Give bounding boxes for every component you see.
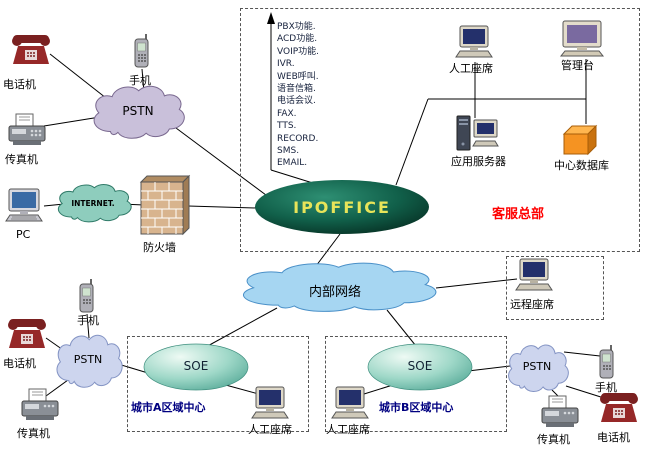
pstn-right-label: PSTN xyxy=(522,360,552,373)
telephone-label: 电话机 xyxy=(3,78,36,91)
feature-item: WEB呼叫. xyxy=(277,71,319,82)
internet-label: INTERNET. xyxy=(71,199,115,208)
mobile-phone-icon xyxy=(76,278,96,314)
app-server-icon xyxy=(455,114,499,154)
hq-label: 客服总部 xyxy=(492,207,545,222)
soe-b-label: SOE xyxy=(407,359,433,373)
mobile-label: 手机 xyxy=(77,314,99,327)
remote-agent-label: 远程座席 xyxy=(510,298,554,311)
feature-arrow-head xyxy=(267,12,275,24)
management-console-icon xyxy=(557,20,607,58)
ipoffice-ellipse xyxy=(255,180,429,234)
soe-a-ellipse xyxy=(143,343,249,391)
agent-label: 人工座席 xyxy=(326,423,370,436)
mobile-phone-icon xyxy=(131,33,151,69)
feature-list: PBX功能. ACD功能. VOIP功能. IVR. WEB呼叫. 语音信箱. … xyxy=(277,21,319,170)
telephone-label: 电话机 xyxy=(597,431,630,444)
agent-workstation-icon xyxy=(452,25,496,61)
fax-label: 传真机 xyxy=(17,427,50,440)
feature-item: EMAIL. xyxy=(277,158,308,169)
ipoffice-label: IPOFFICE xyxy=(293,198,391,217)
pc-icon xyxy=(4,188,44,228)
remote-agent-group-box xyxy=(506,256,604,320)
feature-item: PBX功能. xyxy=(277,22,316,32)
feature-item: 电话会议. xyxy=(277,96,316,107)
intranet-label: 内部网络 xyxy=(308,285,361,300)
soe-a-label: SOE xyxy=(183,359,209,373)
fax-machine-icon xyxy=(540,394,580,430)
database-icon xyxy=(560,122,600,156)
telephone-icon xyxy=(6,316,48,354)
pc-label: PC xyxy=(16,228,31,241)
fax-machine-icon xyxy=(7,112,47,148)
agent-label: 人工座席 xyxy=(449,62,493,75)
city-b-label: 城市B区域中心 xyxy=(379,401,454,414)
telephone-label: 电话机 xyxy=(3,357,36,370)
central-db-label: 中心数据库 xyxy=(554,159,609,172)
pstn-top-label: PSTN xyxy=(122,104,154,118)
pstn-left-label: PSTN xyxy=(73,353,103,366)
mobile-label: 手机 xyxy=(129,74,151,87)
fax-label: 传真机 xyxy=(537,433,570,446)
mobile-phone-icon xyxy=(596,344,616,380)
feature-item: RECORD. xyxy=(277,133,319,144)
feature-item: SMS. xyxy=(277,146,300,157)
agent-workstation-icon xyxy=(248,386,292,422)
feature-item: ACD功能. xyxy=(277,34,318,45)
soe-b-ellipse xyxy=(367,343,473,391)
feature-item: FAX. xyxy=(277,108,297,119)
city-a-label: 城市A区域中心 xyxy=(131,401,206,414)
telephone-icon xyxy=(10,32,52,70)
fax-machine-icon xyxy=(20,387,60,423)
firewall-icon xyxy=(139,174,191,236)
hq-group-box xyxy=(240,8,640,252)
city-b-group-box xyxy=(325,336,507,432)
console-label: 管理台 xyxy=(561,59,594,72)
app-server-label: 应用服务器 xyxy=(451,155,506,168)
feature-item: TTS. xyxy=(277,121,297,132)
remote-agent-workstation-icon xyxy=(512,258,556,294)
feature-item: VOIP功能. xyxy=(277,46,320,57)
feature-item: IVR. xyxy=(277,59,295,70)
mobile-label: 手机 xyxy=(595,381,617,394)
firewall-label: 防火墙 xyxy=(143,241,176,254)
feature-item: 语音信箱. xyxy=(277,84,316,95)
agent-label: 人工座席 xyxy=(248,423,292,436)
city-a-group-box xyxy=(127,336,309,432)
fax-label: 传真机 xyxy=(5,153,38,166)
agent-workstation-icon xyxy=(328,386,372,422)
telephone-icon xyxy=(598,390,640,428)
